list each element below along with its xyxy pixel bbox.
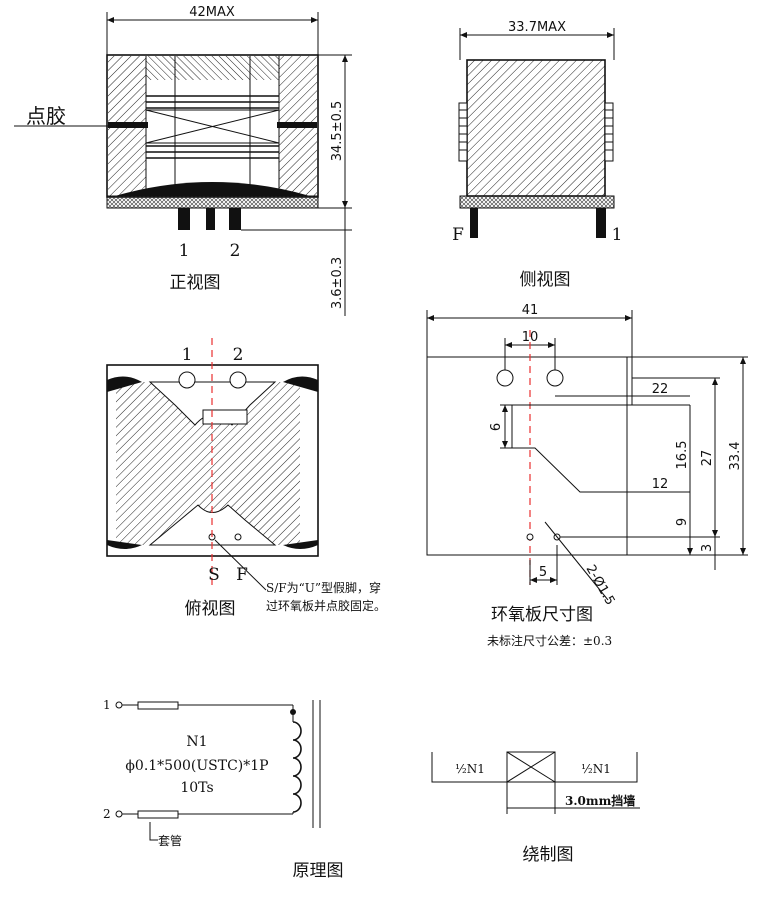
winding-caption: 绕制图 [523,845,574,865]
schematic: 1 2 N1 ϕ0.1*500(USTC)*1P 10Ts 套管 原理图 [103,698,344,881]
top-pin2-label: 2 [233,345,244,365]
top-pin1-label: 1 [182,345,193,365]
front-width-dim: 42MAX [189,5,235,20]
front-height-dim: 34.5±0.5 [330,101,345,162]
board-d5-dim: 5 [539,565,547,580]
side-pin-1-label: 1 [612,225,623,245]
front-pin1-label: 1 [179,241,190,261]
top-note-line1: S/F为“U”型假脚，穿 [266,580,381,595]
glue-label: 点胶 [26,104,66,128]
wire-spec-label: ϕ0.1*500(USTC)*1P [125,758,268,774]
winding-right-label: ½N1 [581,762,611,776]
side-view-caption: 侧视图 [520,270,571,290]
top-view: 1 2 S F S/F为“U”型假脚，穿 过环氧板并点胶固定。 俯视图 [106,338,386,619]
board-d22-dim: 22 [652,382,669,397]
board-caption: 环氧板尺寸图 [491,605,593,625]
wall-label: 3.0mm挡墙 [565,793,635,808]
board-height-dim: 33.4 [728,442,743,471]
board-d27-dim: 27 [700,450,715,467]
side-pin-f-label: F [452,225,464,245]
sleeve-label: 套管 [158,833,182,848]
turns-label: 10Ts [180,780,213,796]
top-note-line2: 过环氧板并点胶固定。 [266,598,386,613]
board-d9-dim: 9 [675,518,690,526]
board-hole-spacing-dim: 10 [522,330,539,345]
side-view: 33.7MAX F 1 侧视图 [452,20,622,290]
board-d12-dim: 12 [652,477,669,492]
front-view: 42MAX 1 2 点胶 [14,5,352,316]
side-width-dim: 33.7MAX [508,20,566,35]
schematic-pin1-label: 1 [103,698,111,712]
schematic-pin2-label: 2 [103,807,111,821]
board-holes-dim: 2-Ø1.5 [583,563,618,608]
front-view-caption: 正视图 [170,273,221,293]
schematic-caption: 原理图 [293,861,344,881]
winding-left-label: ½N1 [455,762,485,776]
winding-name-label: N1 [186,734,207,750]
top-view-caption: 俯视图 [185,599,236,619]
board-d6-dim: 6 [489,423,504,431]
front-pin-dim: 3.6±0.3 [330,257,345,309]
board-tolerance-note: 未标注尺寸公差：±0.3 [487,633,612,648]
top-pin-s-label: S [208,565,220,585]
top-pin-f-label: F [236,565,248,585]
board-drawing: 41 10 22 6 16.5 27 33.4 12 [426,303,748,648]
board-d3-dim: 3 [700,544,715,552]
front-pin2-label: 2 [230,241,241,261]
winding-diagram: ½N1 ½N1 3.0mm挡墙 绕制图 [431,751,640,865]
board-width-dim: 41 [522,303,539,318]
board-d16-5-dim: 16.5 [675,441,690,470]
